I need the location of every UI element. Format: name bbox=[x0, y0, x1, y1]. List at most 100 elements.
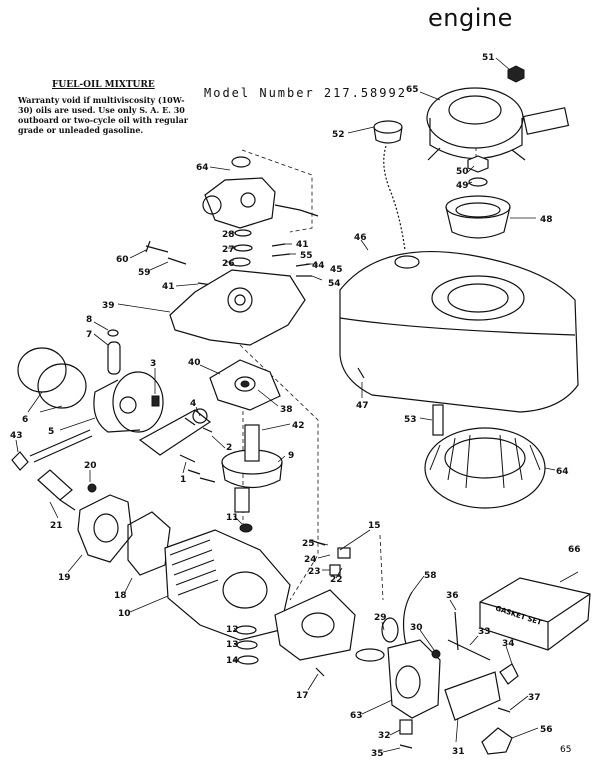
callout: 33 bbox=[478, 627, 491, 637]
diagram-title: engine bbox=[428, 4, 513, 32]
callout: 65 bbox=[406, 85, 419, 95]
callout: 12 bbox=[226, 625, 239, 635]
callout: 52 bbox=[332, 130, 345, 140]
callout: 31 bbox=[452, 747, 465, 757]
callout: 9 bbox=[288, 451, 294, 461]
fuel-mix-heading: FUEL-OIL MIXTURE bbox=[52, 80, 155, 90]
callout: 11 bbox=[226, 513, 239, 523]
callout: 37 bbox=[528, 693, 541, 703]
callout: 56 bbox=[540, 725, 553, 735]
connecting-rod bbox=[138, 408, 216, 483]
cylinder-gasket bbox=[127, 511, 171, 576]
callout: 48 bbox=[540, 215, 553, 225]
callout: 47 bbox=[356, 401, 369, 411]
callout: 49 bbox=[456, 181, 469, 191]
callout: 41 bbox=[162, 282, 175, 292]
carburetor-lower bbox=[381, 617, 441, 749]
callout: 55 bbox=[300, 251, 313, 261]
crankshaft bbox=[221, 424, 283, 513]
callout: 24 bbox=[304, 555, 317, 565]
flange-plate bbox=[77, 494, 133, 563]
callout: 60 bbox=[116, 255, 129, 265]
starter-cup bbox=[445, 195, 511, 239]
callout: 64 bbox=[556, 467, 569, 477]
callout: 36 bbox=[446, 591, 459, 601]
callout: 29 bbox=[374, 613, 387, 623]
callout: 3 bbox=[150, 359, 156, 369]
callout: 22 bbox=[330, 575, 343, 585]
callout: 53 bbox=[404, 415, 417, 425]
callout: 17 bbox=[296, 691, 309, 701]
callout: 32 bbox=[378, 731, 391, 741]
callout: 13 bbox=[226, 640, 239, 650]
callout: 20 bbox=[84, 461, 97, 471]
spark-plug bbox=[37, 469, 97, 511]
piston bbox=[93, 371, 164, 433]
needle-bearing bbox=[151, 395, 160, 407]
callout: 4 bbox=[190, 399, 196, 409]
callout: 45 bbox=[330, 265, 343, 275]
callout: 40 bbox=[188, 358, 201, 368]
callout: 66 bbox=[568, 545, 581, 555]
callout: 1 bbox=[180, 475, 186, 485]
callout-labels: 51 65 52 50 49 48 46 64 28 27 26 41 55 4… bbox=[10, 53, 581, 759]
control-bracket bbox=[444, 663, 519, 755]
callout: 44 bbox=[312, 261, 325, 271]
fuel-cap bbox=[373, 120, 406, 251]
callout: 50 bbox=[456, 167, 469, 177]
intake-screw bbox=[315, 667, 325, 677]
callout: 23 bbox=[308, 567, 321, 577]
callout: 64 bbox=[196, 163, 209, 173]
callout: 26 bbox=[222, 259, 235, 269]
reed-plate bbox=[169, 269, 306, 346]
piston-rings bbox=[17, 347, 87, 409]
callout: 39 bbox=[102, 301, 115, 311]
recoil-starter bbox=[426, 87, 570, 161]
callout: 7 bbox=[86, 330, 92, 340]
model-number: Model Number 217.58992 bbox=[204, 86, 407, 100]
callout: 59 bbox=[138, 268, 151, 278]
callout: 54 bbox=[328, 279, 341, 289]
callout: 30 bbox=[410, 623, 423, 633]
callout: 27 bbox=[222, 245, 235, 255]
callout: 28 bbox=[222, 230, 235, 240]
intake-assembly bbox=[274, 539, 385, 662]
callout: 18 bbox=[114, 591, 127, 601]
crankcase-cover bbox=[209, 359, 281, 411]
fuel-mix-note: Warranty void if multiviscosity (10W-30)… bbox=[18, 95, 189, 135]
gasket-set-box bbox=[479, 577, 591, 651]
callout: 35 bbox=[371, 749, 384, 759]
leader-lines bbox=[15, 57, 579, 753]
callout: 38 bbox=[280, 405, 293, 415]
callout: 42 bbox=[292, 421, 305, 431]
callout: 14 bbox=[226, 656, 239, 666]
cylinder-block bbox=[164, 529, 291, 641]
callout: 21 bbox=[50, 521, 63, 531]
fuel-tank-shroud bbox=[339, 250, 579, 413]
flywheel bbox=[424, 404, 546, 509]
page-number: 65 bbox=[560, 745, 571, 755]
callout: 41 bbox=[296, 240, 309, 250]
callout: 19 bbox=[58, 573, 71, 583]
callout: 43 bbox=[10, 431, 23, 441]
callout: 15 bbox=[368, 521, 381, 531]
wrist-pin-parts bbox=[107, 329, 121, 375]
carburetor-top bbox=[202, 156, 319, 229]
callout: 46 bbox=[354, 233, 367, 243]
callout: 2 bbox=[226, 443, 232, 453]
callout: 34 bbox=[502, 639, 515, 649]
callout: 6 bbox=[22, 415, 28, 425]
callout: 63 bbox=[350, 711, 363, 721]
bolts-left bbox=[145, 240, 213, 286]
callout: 51 bbox=[482, 53, 495, 63]
nut-and-washers bbox=[467, 65, 525, 187]
callout: 25 bbox=[302, 539, 315, 549]
callout: 10 bbox=[118, 609, 131, 619]
callout: 8 bbox=[86, 315, 92, 325]
shroud-screw bbox=[357, 367, 365, 379]
throttle-rods bbox=[447, 611, 491, 661]
spark-plug-boot bbox=[11, 429, 93, 471]
callout: 58 bbox=[424, 571, 437, 581]
callout: 5 bbox=[48, 427, 54, 437]
